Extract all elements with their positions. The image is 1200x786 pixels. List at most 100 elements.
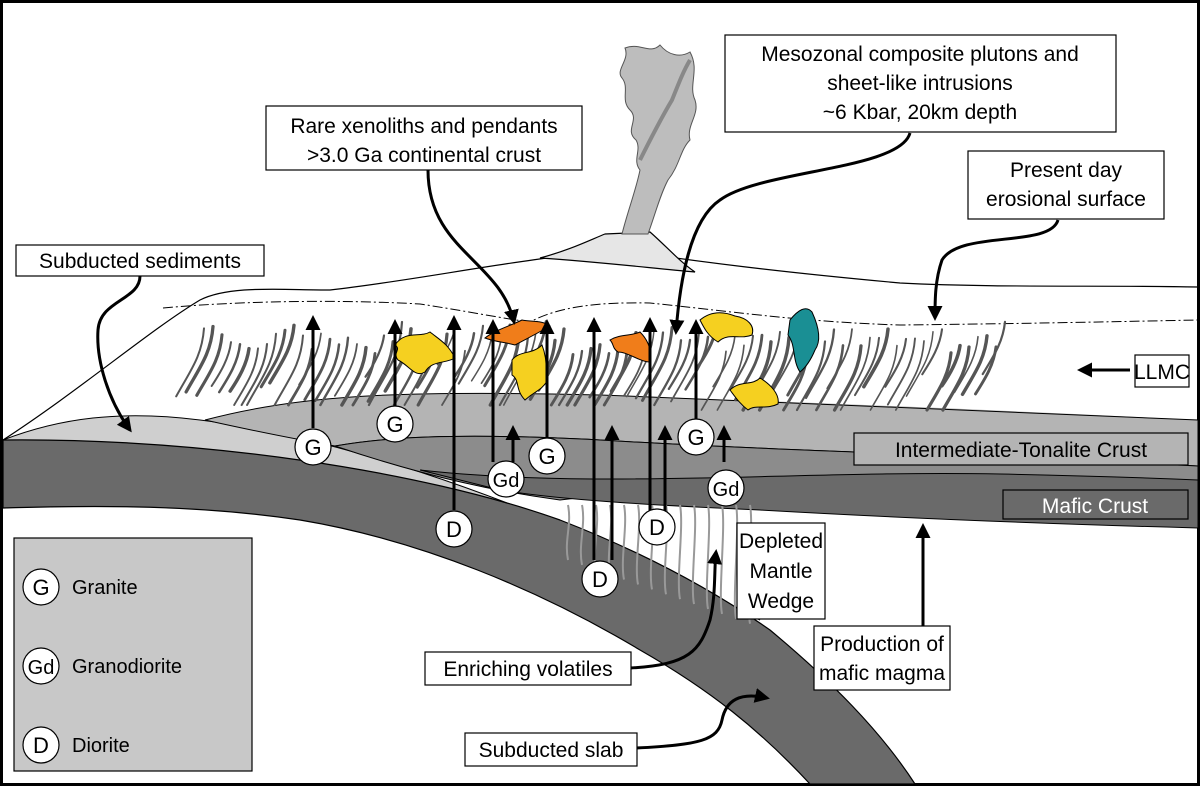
- foliation-streak: [416, 332, 449, 407]
- label-mafic-crust: Mafic Crust: [1002, 489, 1189, 520]
- foliation-streak: [557, 349, 584, 407]
- foliation-streak: [565, 346, 593, 407]
- marker-symbol: G: [304, 435, 321, 460]
- callout-rare-xenoliths: Rare xenoliths and pendants >3.0 Ga cont…: [265, 105, 583, 171]
- foliation-streak: [960, 334, 989, 397]
- legend-label: Diorite: [72, 735, 130, 757]
- callout-text: LLMC: [1134, 361, 1190, 384]
- magma-ascent-arrows: [305, 315, 732, 560]
- legend-label: Granite: [72, 577, 138, 599]
- foliation-streak: [941, 345, 971, 412]
- callout-text: Rare xenoliths and pendants: [290, 115, 557, 138]
- callout-depleted-mantle: Depleted Mantle Wedge: [736, 522, 826, 620]
- foliation-streak: [667, 338, 692, 391]
- foliation-streak: [862, 327, 890, 389]
- marker-symbol: Gd: [493, 470, 520, 492]
- foliation-streak: [240, 342, 269, 407]
- callout-text: Subducted slab: [479, 739, 624, 762]
- callout-text: Mesozonal composite plutons and: [761, 43, 1079, 66]
- foliation-streak: [233, 347, 259, 406]
- callout-text: Depleted: [739, 530, 823, 553]
- marker-symbol: D: [649, 515, 665, 540]
- eruption-plume: [619, 44, 697, 235]
- callout-text: Production of: [820, 633, 944, 656]
- callout-text: mafic magma: [819, 662, 945, 685]
- mantle-streak: [621, 504, 627, 580]
- legend-item: D Diorite: [22, 726, 130, 764]
- foliation-streak: [653, 339, 683, 407]
- foliation-streak: [634, 331, 665, 400]
- rock-marker-g: G: [376, 405, 414, 443]
- callout-text: Wedge: [748, 590, 814, 613]
- plutons: [394, 308, 820, 411]
- callout-enriching-volatiles: Enriching volatiles: [424, 651, 632, 686]
- legend-symbol: Gd: [28, 657, 55, 679]
- callout-leaders: [96, 132, 1130, 750]
- foliation-streak: [981, 320, 1007, 376]
- callout-text: Subducted sediments: [39, 250, 241, 273]
- callout-production-mafic: Production of mafic magma: [813, 625, 951, 691]
- mantle-streak: [579, 504, 585, 566]
- pluton-yellow: [394, 331, 456, 374]
- foliation-streak: [700, 350, 727, 411]
- foliation-streak: [195, 333, 224, 397]
- callout-subducted-sediments: Subducted sediments: [15, 244, 265, 277]
- surface-topography: [2, 249, 1199, 441]
- foliation-streak: [366, 340, 395, 403]
- foliation-streak: [303, 337, 332, 402]
- rock-marker-gd: Gd: [707, 469, 745, 507]
- callout-text: Mafic Crust: [1042, 495, 1148, 518]
- rock-marker-gd: Gd: [487, 460, 525, 498]
- foliation-streak: [894, 340, 925, 411]
- marker-symbol: G: [687, 425, 704, 450]
- legend-item: Gd Granodiorite: [22, 647, 182, 685]
- foliation-streak: [246, 332, 277, 406]
- foliation-streak: [457, 324, 485, 385]
- foliation-streak: [626, 329, 655, 398]
- foliation-streak: [804, 328, 836, 400]
- foliation-streak: [640, 326, 674, 402]
- callout-text: Mantle: [749, 560, 812, 583]
- foliation-streak: [670, 332, 700, 403]
- callout-subducted-slab: Subducted slab: [464, 732, 638, 767]
- rock-marker-g: G: [528, 437, 566, 475]
- marker-symbol: G: [386, 412, 403, 437]
- foliation-streak: [175, 327, 205, 398]
- foliation-streak: [364, 334, 386, 378]
- marker-symbol: Gd: [713, 479, 740, 501]
- callout-text: erosional surface: [986, 188, 1146, 211]
- foliation-streak: [886, 337, 916, 406]
- legend-label: Granodiorite: [72, 656, 182, 678]
- foliation-streak: [953, 335, 979, 394]
- foliation-streak: [839, 336, 871, 411]
- legend-item: G Granite: [22, 568, 138, 606]
- foliation-streak: [314, 343, 341, 403]
- foliation-streak: [259, 328, 287, 389]
- mantle-streak: [635, 504, 641, 585]
- rock-marker-d: D: [638, 508, 676, 546]
- foliation-streak: [716, 344, 745, 411]
- foliation-streak: [441, 349, 466, 406]
- legend-symbol: G: [32, 575, 49, 600]
- callout-text: Present day: [1010, 159, 1123, 182]
- subducted-slab: [2, 439, 917, 785]
- foliation-streak: [795, 340, 827, 412]
- foliation-streak: [588, 352, 611, 399]
- foliation-streak: [905, 331, 934, 397]
- legend-symbol: D: [33, 733, 49, 758]
- callout-text: Enriching volatiles: [443, 658, 612, 681]
- mantle-streak: [691, 504, 697, 605]
- pluton-yellow: [699, 312, 754, 343]
- rock-marker-g: G: [294, 428, 332, 466]
- foliation-streak: [921, 328, 944, 376]
- marker-symbol: G: [538, 444, 555, 469]
- foliation-streak: [351, 351, 377, 407]
- foliation-streak: [826, 328, 853, 390]
- callout-text: >3.0 Ga continental crust: [307, 144, 541, 167]
- label-intermediate-crust: Intermediate-Tonalite Crust: [853, 432, 1189, 466]
- volcano: [539, 231, 696, 273]
